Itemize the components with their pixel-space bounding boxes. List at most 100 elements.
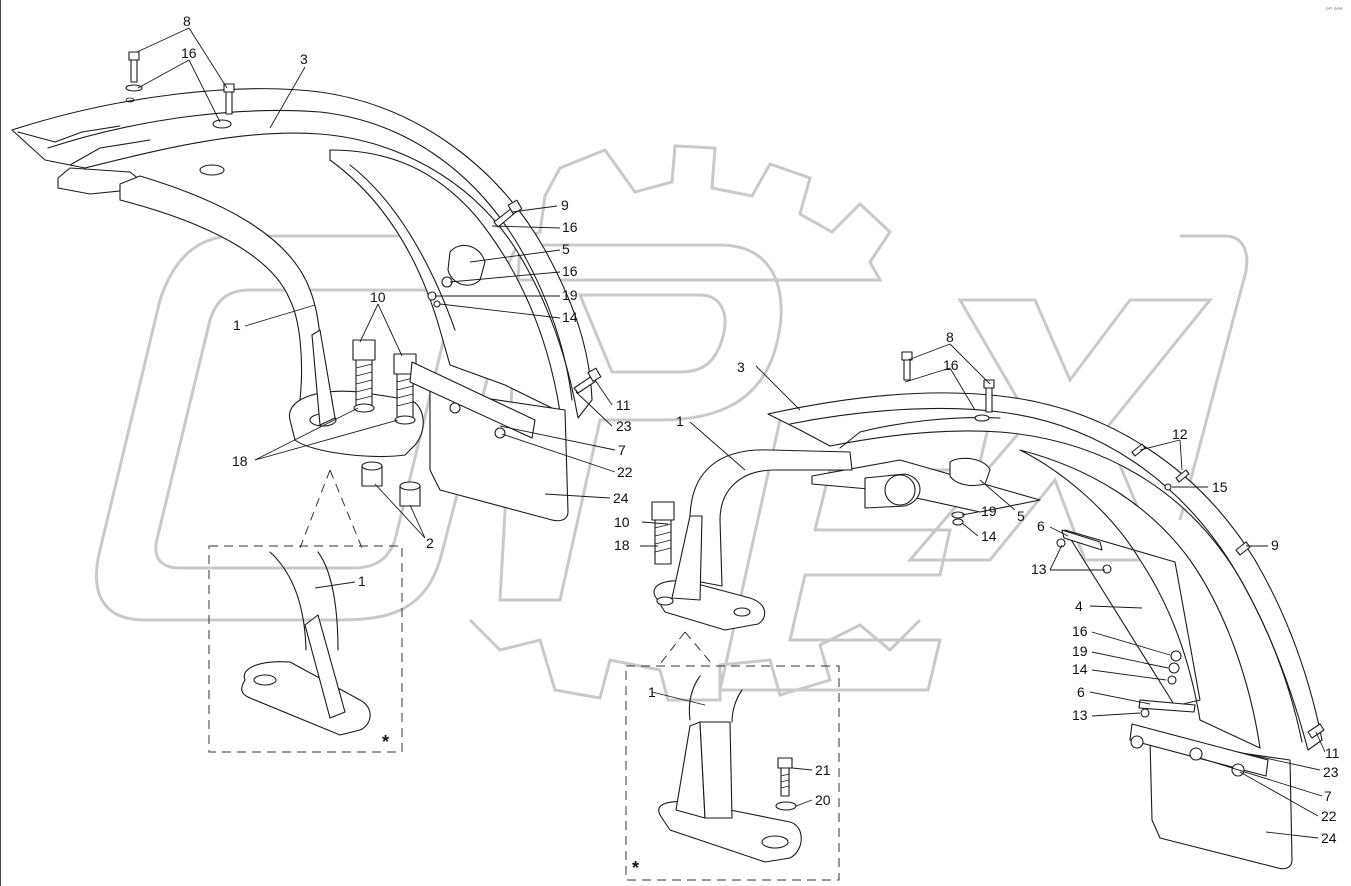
left-bushing-2a xyxy=(361,461,383,487)
label-right-3: 3 xyxy=(737,359,745,375)
right-bracket-arm xyxy=(689,449,853,587)
label-right-16a: 16 xyxy=(943,357,959,373)
left-bolt-8a xyxy=(125,51,143,92)
left-inset-box xyxy=(208,545,403,753)
label-left-16c: 16 xyxy=(562,263,578,279)
right-mount-rib xyxy=(671,515,703,601)
left-fender-rib-2 xyxy=(17,125,121,143)
label-right-12: 12 xyxy=(1172,426,1188,442)
right-strip-6b xyxy=(1138,699,1196,713)
label-right-11: 11 xyxy=(1325,745,1340,761)
left-bolt-10a xyxy=(352,339,376,413)
right-bolt-8b xyxy=(974,379,995,422)
label-left-5: 5 xyxy=(562,241,570,257)
left-fender-rib-1 xyxy=(47,109,573,401)
right-assembly xyxy=(651,351,1325,870)
left-fender-top xyxy=(11,88,593,419)
left-projection-lines xyxy=(299,469,363,549)
right-bolt-11 xyxy=(1307,723,1325,739)
right-bolt-9 xyxy=(1235,541,1251,556)
watermark-gear xyxy=(497,144,892,282)
right-fender-panel xyxy=(1064,529,1201,707)
inset-right-arm xyxy=(688,675,743,723)
label-left-16b: 16 xyxy=(562,219,578,235)
inset-right-post xyxy=(699,721,733,819)
label-right-19a: 19 xyxy=(981,503,997,519)
label-right-4: 4 xyxy=(1075,598,1083,614)
label-right-14a: 14 xyxy=(981,528,997,544)
label-left-7: 7 xyxy=(618,442,626,458)
label-right-18: 18 xyxy=(614,537,630,553)
label-left-19: 19 xyxy=(562,287,578,303)
inset-left-arm xyxy=(269,551,339,651)
label-left-2: 2 xyxy=(426,535,434,551)
inset-right-plate xyxy=(658,801,802,863)
label-left-23: 23 xyxy=(616,418,632,434)
left-fender-rib-3 xyxy=(69,139,151,166)
label-right-9: 9 xyxy=(1271,537,1279,553)
left-bushing-2b xyxy=(399,481,421,507)
left-flap-bar xyxy=(409,361,536,439)
right-washer-15 xyxy=(1164,483,1172,491)
left-block-5 xyxy=(447,244,486,286)
label-right-15: 15 xyxy=(1212,479,1228,495)
right-nut-13b xyxy=(1102,564,1112,574)
label-inset-right-1: 1 xyxy=(648,684,656,700)
label-left-18: 18 xyxy=(232,453,248,469)
left-mount-rib xyxy=(311,329,336,426)
label-right-13a: 13 xyxy=(1031,561,1047,577)
label-inset-right-star: * xyxy=(632,858,639,878)
left-washer-19 xyxy=(427,291,437,301)
right-mount-plate xyxy=(653,580,766,631)
label-right-23: 23 xyxy=(1323,764,1339,780)
label-left-24: 24 xyxy=(613,490,629,506)
left-nut-14 xyxy=(433,300,441,308)
label-right-14b: 14 xyxy=(1072,661,1088,677)
inset-left-rib xyxy=(304,614,346,719)
watermark-gear-bottom xyxy=(468,618,922,702)
right-inset xyxy=(625,665,840,881)
label-right-22: 22 xyxy=(1321,808,1337,824)
corner-mark: ᵒ⁰ ᵒᵒᵒ xyxy=(1326,6,1343,14)
label-right-5: 5 xyxy=(1017,508,1025,524)
label-left-11: 11 xyxy=(616,397,631,413)
right-nut-13c xyxy=(1140,708,1150,718)
label-left-22: 22 xyxy=(617,464,633,480)
label-inset-right-20: 20 xyxy=(815,792,831,808)
left-top-hole xyxy=(125,97,135,103)
label-left-8: 8 xyxy=(183,13,191,29)
label-right-16b: 16 xyxy=(1072,623,1088,639)
label-right-1: 1 xyxy=(676,413,684,429)
label-right-10: 10 xyxy=(614,514,630,530)
watermark-letter-p xyxy=(498,243,783,602)
inset-bolt-21 xyxy=(777,757,793,797)
left-top-bushing xyxy=(199,164,225,176)
right-bolt-12a xyxy=(1131,443,1146,457)
label-left-14: 14 xyxy=(562,309,578,325)
right-bolt-10 xyxy=(651,501,675,565)
right-washer-16b xyxy=(1170,650,1182,662)
left-bracket-arm xyxy=(119,175,322,401)
right-crossbar xyxy=(811,459,1041,513)
label-right-19b: 19 xyxy=(1072,643,1088,659)
right-fender-skirt xyxy=(1019,449,1261,749)
left-assembly xyxy=(11,51,602,549)
right-strip-6a xyxy=(1061,529,1103,551)
left-inset xyxy=(208,545,403,753)
right-bolt-8a xyxy=(901,351,913,381)
right-nut-14b xyxy=(1167,675,1177,685)
label-left-1: 1 xyxy=(233,317,241,333)
right-nut-14a xyxy=(952,518,964,526)
right-nut-13a xyxy=(1056,538,1066,548)
left-bolt-8b xyxy=(212,83,235,129)
right-bolt-12b xyxy=(1175,469,1190,483)
label-left-16a: 16 xyxy=(181,45,197,61)
label-right-6b: 6 xyxy=(1077,684,1085,700)
leader-lines xyxy=(136,27,1326,839)
left-nut-a xyxy=(449,402,461,414)
inset-left-plate xyxy=(241,661,371,736)
label-right-13b: 13 xyxy=(1072,707,1088,723)
label-inset-right-21: 21 xyxy=(815,762,831,778)
label-right-24: 24 xyxy=(1321,830,1337,846)
